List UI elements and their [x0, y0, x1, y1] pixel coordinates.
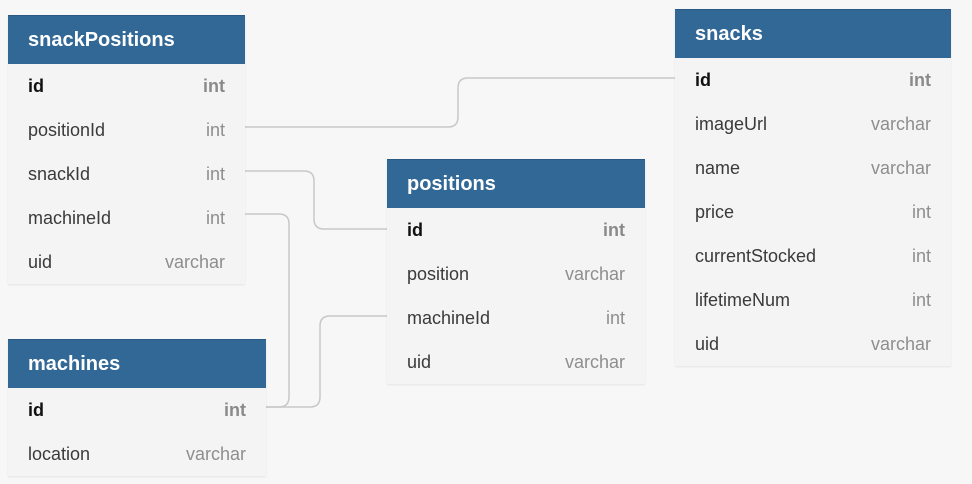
column-name: id	[695, 70, 711, 90]
column-row[interactable]: lifetimeNum int	[675, 278, 951, 322]
column-row[interactable]: id int	[8, 388, 266, 432]
column-type: int	[205, 120, 225, 140]
column-name: machineId	[28, 208, 112, 228]
column-type: varchar	[870, 158, 931, 178]
column-type: varchar	[564, 264, 625, 284]
column-row[interactable]: positionId int	[8, 108, 245, 152]
column-name: positionId	[28, 120, 106, 140]
column-type: int	[205, 164, 225, 184]
column-type: varchar	[164, 252, 225, 272]
column-row[interactable]: id int	[387, 208, 645, 252]
table-title[interactable]: snackPositions	[8, 15, 245, 64]
column-type: int	[909, 70, 931, 90]
connector-snackpositions-snackid-to-positions-id	[245, 170, 387, 230]
column-type: varchar	[564, 352, 625, 372]
column-type: varchar	[870, 334, 931, 354]
column-type: int	[203, 76, 225, 96]
table-machines[interactable]: machines id int location varchar	[8, 339, 266, 476]
column-row[interactable]: id int	[8, 64, 245, 108]
table-positions[interactable]: positions id int position varchar machin…	[387, 159, 645, 384]
column-name: lifetimeNum	[695, 290, 791, 310]
column-row[interactable]: uid varchar	[8, 240, 245, 284]
column-name: name	[695, 158, 741, 178]
column-row[interactable]: uid varchar	[675, 322, 951, 366]
column-row[interactable]: name varchar	[675, 146, 951, 190]
column-name: position	[407, 264, 470, 284]
column-name: snackId	[28, 164, 91, 184]
column-name: uid	[28, 252, 53, 272]
column-name: id	[28, 76, 44, 96]
column-type: int	[603, 220, 625, 240]
table-title[interactable]: snacks	[675, 9, 951, 58]
column-type: int	[205, 208, 225, 228]
column-row[interactable]: machineId int	[8, 196, 245, 240]
column-row[interactable]: position varchar	[387, 252, 645, 296]
column-type: int	[911, 246, 931, 266]
column-type: varchar	[185, 444, 246, 464]
column-name: machineId	[407, 308, 491, 328]
table-title[interactable]: positions	[387, 159, 645, 208]
column-type: varchar	[870, 114, 931, 134]
column-row[interactable]: imageUrl varchar	[675, 102, 951, 146]
column-name: imageUrl	[695, 114, 768, 134]
column-row[interactable]: snackId int	[8, 152, 245, 196]
connector-snackpositions-positionid-to-snacks-id	[245, 77, 675, 128]
connector-positions-machineid-to-machines-id	[266, 315, 387, 408]
column-name: id	[407, 220, 423, 240]
table-title[interactable]: machines	[8, 339, 266, 388]
column-name: location	[28, 444, 91, 464]
column-name: uid	[407, 352, 432, 372]
column-name: price	[695, 202, 735, 222]
column-name: uid	[695, 334, 720, 354]
column-row[interactable]: uid varchar	[387, 340, 645, 384]
column-name: currentStocked	[695, 246, 817, 266]
column-row[interactable]: price int	[675, 190, 951, 234]
column-row[interactable]: location varchar	[8, 432, 266, 476]
column-type: int	[911, 202, 931, 222]
column-type: int	[605, 308, 625, 328]
table-snacks[interactable]: snacks id int imageUrl varchar name varc…	[675, 9, 951, 366]
column-name: id	[28, 400, 44, 420]
column-row[interactable]: machineId int	[387, 296, 645, 340]
table-snackpositions[interactable]: snackPositions id int positionId int sna…	[8, 15, 245, 284]
column-type: int	[224, 400, 246, 420]
column-row[interactable]: currentStocked int	[675, 234, 951, 278]
column-row[interactable]: id int	[675, 58, 951, 102]
column-type: int	[911, 290, 931, 310]
